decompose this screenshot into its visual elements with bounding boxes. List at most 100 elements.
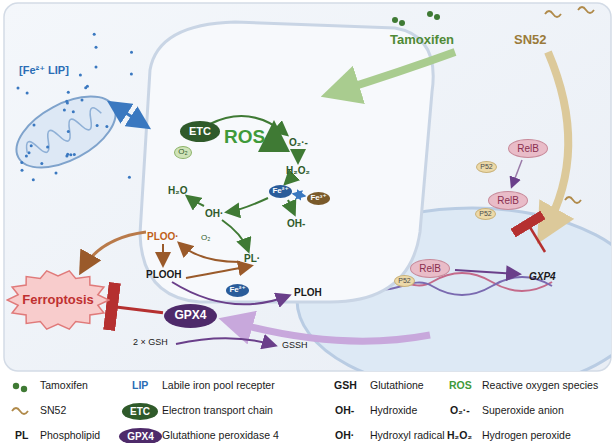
molecule-node: Fe²⁺: [226, 284, 249, 297]
drawing-stroke: [297, 150, 299, 161]
molecule-label: O₂: [201, 234, 210, 243]
drawing-stroke: [545, 11, 561, 17]
legend-abbreviation: ROS: [449, 380, 472, 392]
drawing-stroke: [21, 169, 24, 172]
drawing-stroke: [578, 7, 594, 13]
node-text: P52: [398, 277, 410, 285]
drawing-stroke: [128, 176, 131, 179]
molecule-node: RelB: [410, 259, 450, 278]
molecule-node: Fe²⁺: [269, 185, 292, 198]
legend-text: Labile iron pool recepter: [162, 380, 275, 392]
drawing-stroke: [63, 109, 66, 112]
drawing-stroke: [12, 408, 28, 414]
drawing-stroke: [79, 73, 82, 76]
drawing-stroke: [130, 51, 133, 54]
drawing-stroke: [20, 161, 23, 164]
node-text: P52: [480, 163, 492, 171]
molecule-label: GSSH: [282, 341, 308, 351]
legend-text: Hydrogen peroxide: [482, 430, 571, 442]
drawing-stroke: [232, 322, 430, 341]
molecule-label: OH-: [287, 218, 305, 229]
drawing-stroke: [67, 130, 70, 133]
molecule-node: P52: [476, 161, 497, 173]
drawing-stroke: [17, 33, 134, 181]
molecule-label: Tamoxifen: [390, 33, 454, 47]
node-text: ETC: [189, 125, 211, 137]
molecule-node: ETC: [180, 121, 220, 142]
node-text: GPX4: [174, 309, 206, 322]
drawing-stroke: [172, 282, 288, 304]
legend-abbreviation: OH-: [335, 405, 354, 417]
drawing-stroke: [25, 155, 28, 158]
molecule-label: SN52: [514, 33, 547, 47]
legend-text: SN52: [40, 405, 66, 417]
drawing-stroke: [55, 172, 58, 175]
drawing-stroke: [434, 14, 440, 20]
molecule-label: H₂O₂: [286, 165, 310, 176]
drawing-stroke: [176, 338, 274, 345]
drawing-stroke: [528, 224, 545, 252]
node-text: P52: [479, 210, 491, 218]
ferroptosis-burst: Ferroptosis: [6, 269, 110, 331]
drawing-stroke: [272, 128, 276, 148]
molecule-node: P52: [394, 275, 415, 287]
molecule-node: RelB: [508, 139, 548, 158]
drawing-stroke: [392, 11, 440, 26]
node-text: RelB: [497, 195, 519, 206]
legend-abbreviation: OH·: [335, 430, 354, 442]
molecule-label: PLOOH: [146, 269, 182, 280]
burst-shape: [7, 271, 109, 329]
drawing-stroke: [26, 92, 29, 95]
legend-abbreviation: LIP: [132, 380, 148, 392]
node-text: O₂: [178, 148, 187, 157]
node-text: Ferroptosis: [22, 293, 94, 307]
drawing-stroke: [455, 270, 518, 274]
molecule-label: PLOH: [294, 287, 322, 298]
molecule-label: PL·: [244, 253, 260, 264]
drawing-stroke: [180, 244, 240, 262]
drawing-stroke: [30, 144, 33, 147]
molecule-node: GPX4: [119, 428, 162, 443]
legend-text: Hydroxide: [370, 405, 417, 417]
drawing-stroke: [399, 20, 405, 26]
molecule-node: ETC: [122, 403, 158, 420]
node-text: Fe³⁺: [310, 194, 326, 203]
drawing-stroke: [188, 197, 204, 206]
inhibition-connector: [112, 307, 163, 313]
conversion-connector: [293, 194, 305, 196]
molecule-label: PLOO·: [147, 231, 179, 242]
molecule-node: RelB: [488, 191, 528, 210]
node-text: RelB: [517, 143, 539, 154]
drawing-stroke: [40, 162, 43, 165]
legend-text: Glutathione: [370, 380, 424, 392]
drawing-stroke: [392, 17, 398, 23]
drawing-stroke: [33, 124, 36, 127]
drawing-stroke: [13, 383, 27, 392]
drawing-stroke: [427, 11, 433, 17]
legend-text: Phospholipid: [40, 430, 100, 442]
drawing-stroke: [5, 82, 127, 182]
drawing-stroke: [186, 266, 250, 278]
molecule-label: GXP4: [529, 271, 556, 282]
molecule-node: Fe³⁺: [307, 192, 330, 205]
drawing-stroke: [336, 52, 455, 92]
legend-text: Tamoxifen: [40, 380, 88, 392]
drawing-stroke: [130, 73, 133, 76]
legend-text: Superoxide anion: [482, 405, 564, 417]
legend-text: Glutathione peroxidase 4: [162, 430, 279, 442]
legend-abbreviation: H₂O₂: [447, 430, 472, 442]
drawing-stroke: [545, 52, 568, 230]
drawing-stroke: [95, 46, 98, 49]
legend-text: Reactive oxygen species: [482, 380, 598, 392]
molecule-node: GPX4: [164, 304, 217, 328]
node-text: Fe²⁺: [229, 286, 245, 295]
node-text: ETC: [130, 406, 150, 417]
molecule-label: O₂·-: [289, 137, 308, 148]
drawing-stroke: [5, 82, 127, 182]
drawing-stroke: [105, 125, 108, 128]
legend-abbreviation: PL: [15, 430, 28, 442]
drawing-stroke: [286, 177, 292, 183]
molecule-node: O₂: [174, 146, 192, 159]
molecule-node: P52: [475, 208, 496, 220]
